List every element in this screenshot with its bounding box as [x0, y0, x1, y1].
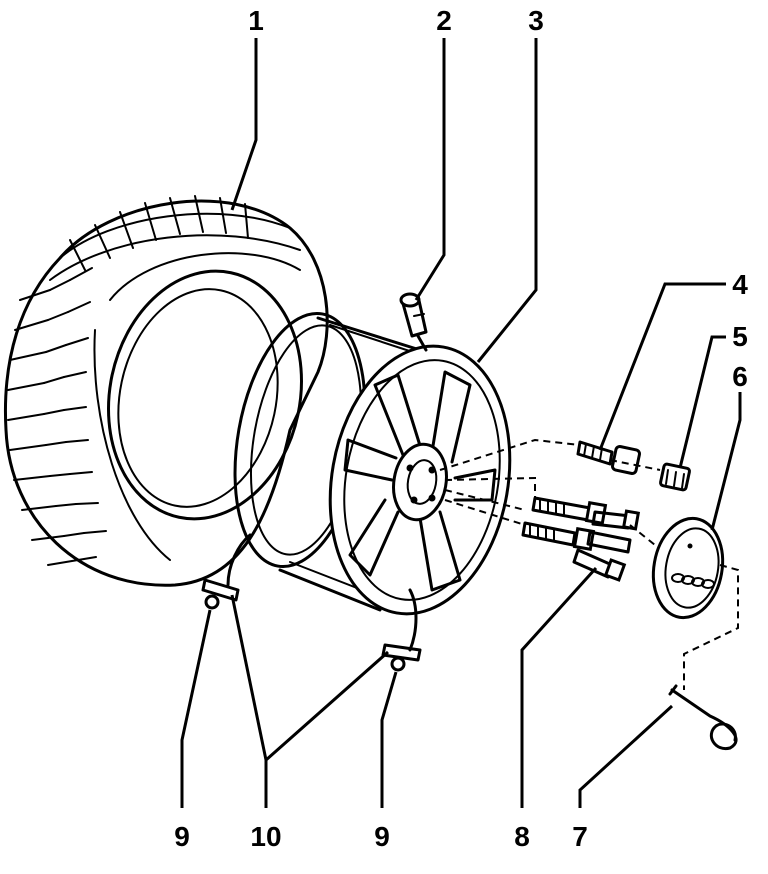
- callout-7: 7: [572, 821, 588, 852]
- leader-lines: [180, 38, 742, 808]
- anti-theft-bolt: [576, 440, 641, 475]
- callout-5: 5: [732, 321, 748, 352]
- tyre: [3, 195, 329, 587]
- callout-1: 1: [248, 5, 264, 36]
- hub-cap: [651, 516, 725, 620]
- callout-6: 6: [732, 361, 748, 392]
- callout-2: 2: [436, 5, 452, 36]
- callout-labels: 1 2 3 4 5 6 7 8 9 9 10: [174, 5, 748, 852]
- callout-4: 4: [732, 269, 748, 300]
- rim-spokes: [343, 370, 497, 592]
- balance-weight-right: [381, 588, 422, 672]
- callout-10: 10: [250, 821, 281, 852]
- adapter: [659, 462, 691, 492]
- callout-9-right: 9: [374, 821, 390, 852]
- tyre-tread: [7, 195, 301, 566]
- callout-9-left: 9: [174, 821, 190, 852]
- rings-emblem: [671, 573, 715, 589]
- assembly-dashed-lines: [439, 438, 739, 690]
- balance-weight-left: [201, 533, 252, 610]
- callout-3: 3: [528, 5, 544, 36]
- callout-8: 8: [514, 821, 530, 852]
- wheel-bolts: [521, 496, 641, 582]
- puller-hook: [668, 684, 738, 751]
- tyre-valve: [399, 292, 428, 352]
- wheel-rim: [233, 311, 512, 616]
